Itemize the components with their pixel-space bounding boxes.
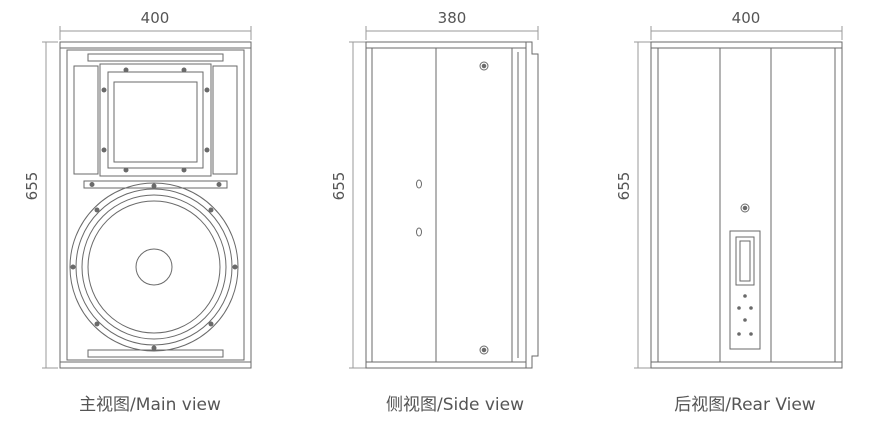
main-cabinet-outline bbox=[59, 41, 252, 369]
side-grille-edge bbox=[526, 41, 539, 369]
rear-cabinet-outline bbox=[650, 41, 843, 369]
side-width-dimension bbox=[365, 26, 539, 40]
rear-height-dimension bbox=[634, 41, 651, 369]
woofer-dust-cap bbox=[135, 248, 173, 286]
connector-recess bbox=[735, 236, 755, 286]
side-view-caption: 侧视图/Side view bbox=[386, 395, 524, 415]
horn-throat bbox=[113, 81, 198, 163]
main-width-label: 400 bbox=[141, 9, 170, 27]
side-height-label: 655 bbox=[330, 172, 348, 201]
main-height-label: 655 bbox=[23, 172, 41, 201]
horn-frame bbox=[99, 63, 212, 177]
woofer bbox=[69, 182, 239, 352]
rear-width-label: 400 bbox=[732, 9, 761, 27]
horn-screws bbox=[101, 67, 210, 173]
main-top-handle bbox=[87, 53, 224, 62]
side-fittings bbox=[416, 61, 489, 355]
side-height-dimension bbox=[349, 41, 366, 369]
connector-panel bbox=[729, 230, 761, 350]
rear-width-dimension bbox=[650, 26, 843, 40]
side-view bbox=[349, 26, 539, 369]
side-cabinet-outline bbox=[365, 41, 527, 369]
woofer-screws bbox=[70, 183, 238, 351]
main-grille-frame bbox=[66, 49, 245, 361]
side-width-label: 380 bbox=[438, 9, 467, 27]
main-view-caption: 主视图/Main view bbox=[79, 395, 221, 415]
main-bottom-handle bbox=[87, 349, 224, 358]
rear-view bbox=[634, 26, 843, 369]
main-height-dimension bbox=[42, 41, 58, 369]
main-width-dimension bbox=[59, 26, 252, 40]
main-view bbox=[42, 26, 252, 369]
rear-view-caption: 后视图/Rear View bbox=[674, 395, 815, 415]
rear-height-label: 655 bbox=[615, 172, 633, 201]
